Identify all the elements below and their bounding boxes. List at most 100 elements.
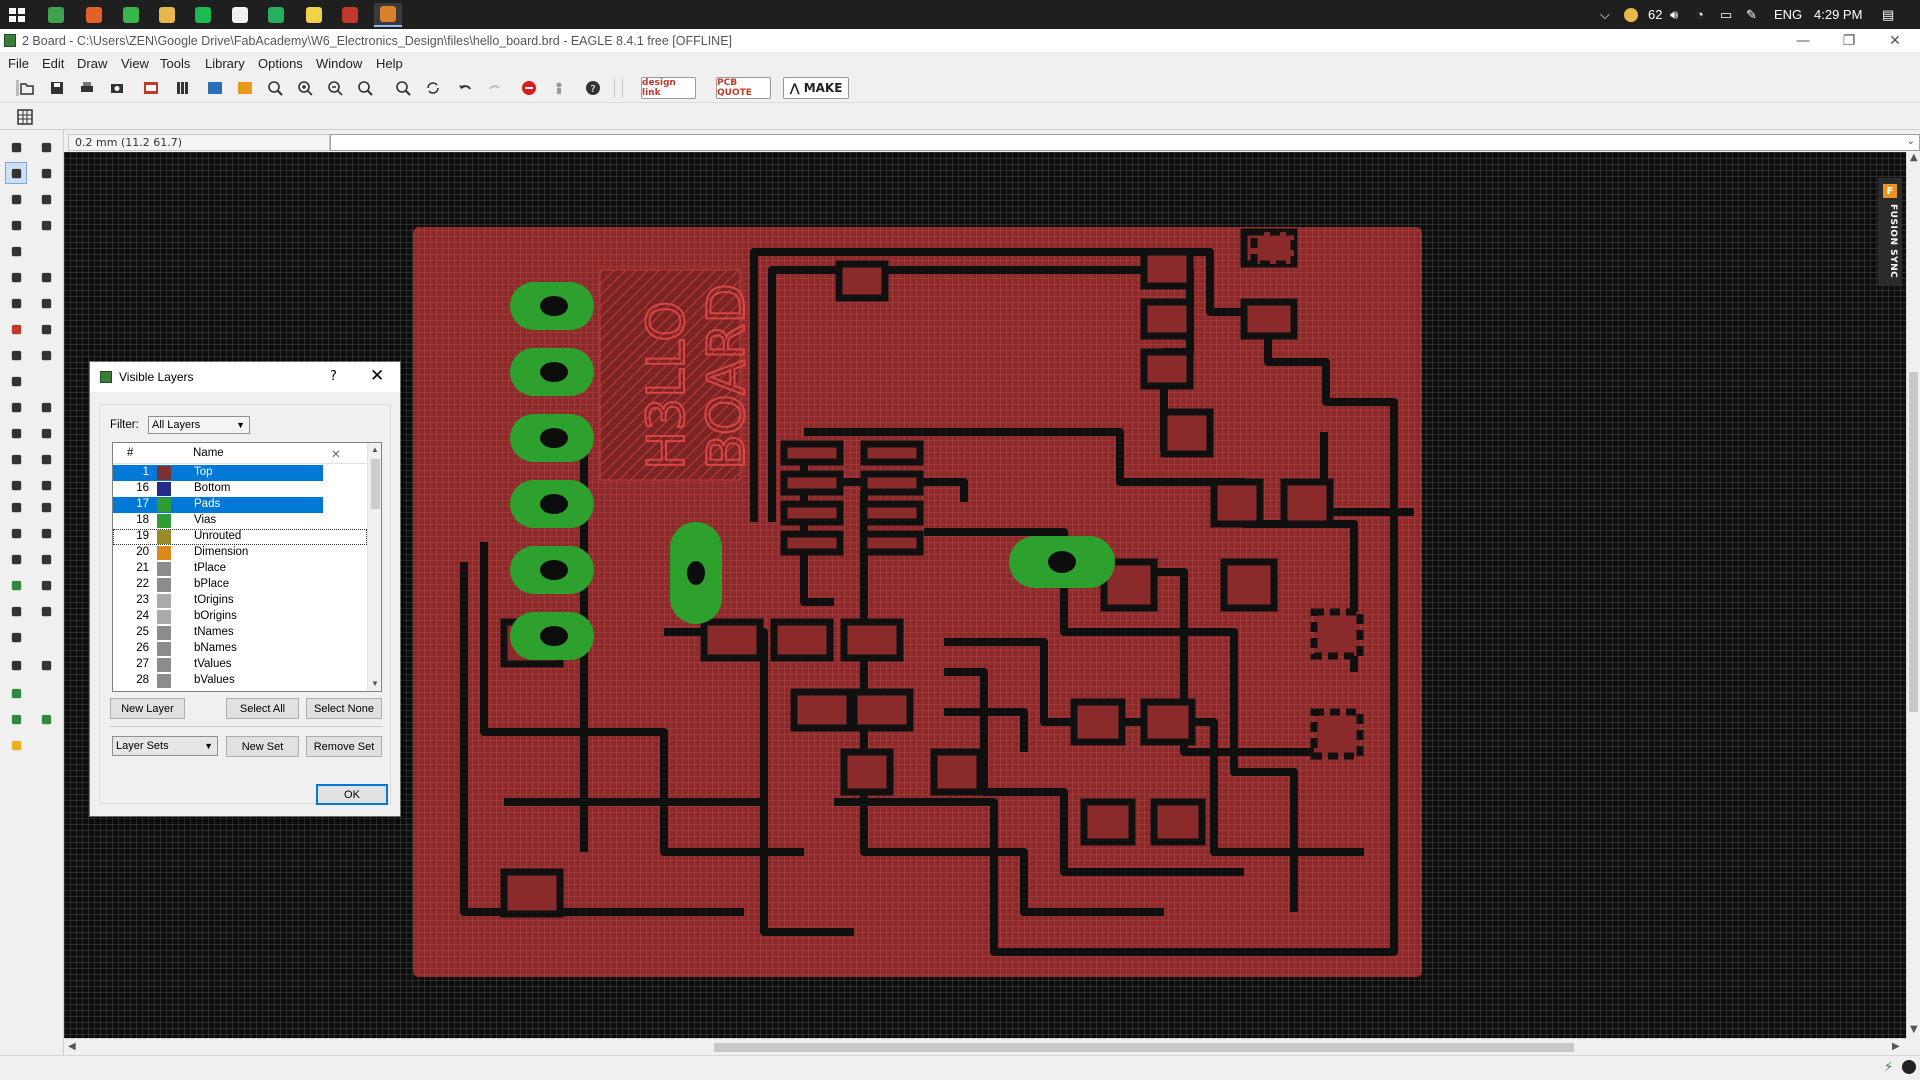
pdf-icon[interactable]	[336, 3, 364, 27]
zoom-select-icon[interactable]	[392, 77, 414, 99]
dimension-icon[interactable]	[5, 626, 27, 648]
ripup-icon[interactable]	[35, 422, 57, 444]
layer-color-swatch[interactable]	[157, 674, 171, 688]
zoom-in-icon[interactable]	[294, 77, 316, 99]
redraw-icon[interactable]	[422, 77, 444, 99]
stop-icon[interactable]	[518, 77, 540, 99]
menu-file[interactable]: File	[8, 56, 29, 71]
sticky-icon[interactable]	[300, 3, 328, 27]
lock-icon[interactable]	[5, 370, 27, 392]
zoom-previous-icon[interactable]	[354, 77, 376, 99]
new-set-button[interactable]: New Set	[226, 736, 299, 757]
make-button[interactable]: ⋀MAKE	[783, 77, 849, 99]
app-icon[interactable]	[42, 3, 70, 27]
list-scroll-thumb[interactable]	[371, 459, 380, 509]
wire-icon[interactable]	[5, 496, 27, 518]
scroll-left-icon[interactable]: ◀	[68, 1041, 76, 1052]
undo-icon[interactable]	[454, 77, 476, 99]
move-icon[interactable]	[35, 188, 57, 210]
route-icon[interactable]	[5, 422, 27, 444]
volume-icon[interactable]: 🔊︎	[1670, 7, 1679, 22]
design-link-button[interactable]: design link	[641, 77, 696, 99]
restore-button[interactable]: ❐	[1842, 33, 1856, 49]
chat-icon[interactable]	[117, 3, 145, 27]
schematic-icon[interactable]	[140, 77, 162, 99]
layer-color-swatch[interactable]	[157, 546, 171, 560]
add-part-icon[interactable]	[5, 318, 27, 340]
select-icon[interactable]	[5, 162, 27, 184]
stop-status-icon[interactable]	[1902, 1060, 1916, 1074]
message-icon[interactable]	[262, 3, 290, 27]
pen-icon[interactable]: ✎	[1746, 7, 1757, 22]
music-icon[interactable]	[189, 3, 217, 27]
filter-dropdown[interactable]: All Layers ▼	[148, 416, 250, 434]
menu-library[interactable]: Library	[205, 56, 245, 71]
column-name-header[interactable]: Name	[193, 447, 224, 459]
battery-icon[interactable]: ▭	[1720, 7, 1733, 22]
print-icon[interactable]	[76, 77, 98, 99]
clock[interactable]: 4:29 PM	[1814, 7, 1863, 22]
folder-icon[interactable]	[153, 3, 181, 27]
rect-icon[interactable]	[5, 548, 27, 570]
layer-color-swatch[interactable]	[157, 498, 171, 512]
replace-icon[interactable]	[35, 318, 57, 340]
polygon-icon[interactable]	[35, 548, 57, 570]
info-icon[interactable]	[5, 136, 27, 158]
layer-color-swatch[interactable]	[157, 594, 171, 608]
language-indicator[interactable]: ENG	[1774, 7, 1803, 22]
menu-edit[interactable]: Edit	[42, 56, 65, 71]
autorouter-icon[interactable]	[35, 474, 57, 496]
paste-icon[interactable]	[35, 266, 57, 288]
notifications-icon[interactable]: ▤	[1882, 7, 1895, 22]
column-number-header[interactable]: #	[127, 447, 134, 459]
windows-start-icon[interactable]	[9, 8, 25, 22]
minimize-button[interactable]: —	[1796, 33, 1810, 49]
frame-icon[interactable]	[5, 682, 27, 704]
weather-icon[interactable]	[1624, 8, 1638, 22]
ulp-icon[interactable]	[234, 77, 256, 99]
arc-icon[interactable]	[5, 448, 27, 470]
mirror-icon[interactable]	[5, 214, 27, 236]
layer-color-swatch[interactable]	[157, 626, 171, 640]
horizontal-scroll-thumb[interactable]	[714, 1043, 1574, 1052]
layer-color-swatch[interactable]	[157, 562, 171, 576]
menu-tools[interactable]: Tools	[160, 56, 191, 71]
layer-icon[interactable]	[5, 574, 27, 596]
smash-icon[interactable]	[5, 396, 27, 418]
meander-icon[interactable]	[5, 474, 27, 496]
layer-color-swatch[interactable]	[157, 466, 171, 480]
text-icon[interactable]	[35, 496, 57, 518]
vertical-scrollbar[interactable]: ▲ ▼	[1906, 152, 1920, 1038]
close-button[interactable]: ✕	[1889, 33, 1901, 49]
menu-view[interactable]: View	[121, 56, 149, 71]
horizontal-scrollbar[interactable]: ◀ ▶	[64, 1038, 1906, 1055]
remove-set-button[interactable]: Remove Set	[306, 736, 382, 757]
select-none-button[interactable]: Select None	[306, 698, 382, 719]
new-layer-button[interactable]: New Layer	[110, 698, 185, 719]
close-icon[interactable]: ✕	[370, 366, 385, 386]
help-button[interactable]: ?	[330, 369, 337, 384]
optimize-icon[interactable]	[35, 344, 57, 366]
move-group-icon[interactable]	[5, 188, 27, 210]
arc-draw-icon[interactable]	[35, 522, 57, 544]
library-icon[interactable]	[172, 77, 194, 99]
circle-icon[interactable]	[5, 522, 27, 544]
git-icon[interactable]	[226, 3, 254, 27]
warning-icon[interactable]	[5, 734, 27, 756]
clear-icon[interactable]: ✕	[331, 449, 341, 461]
mark-icon[interactable]	[35, 162, 57, 184]
layer-color-swatch[interactable]	[157, 642, 171, 656]
rotate-icon[interactable]	[35, 214, 57, 236]
scroll-down-icon[interactable]: ▼	[1910, 1024, 1918, 1035]
cam-icon[interactable]	[106, 77, 128, 99]
eye-icon[interactable]	[35, 136, 57, 158]
